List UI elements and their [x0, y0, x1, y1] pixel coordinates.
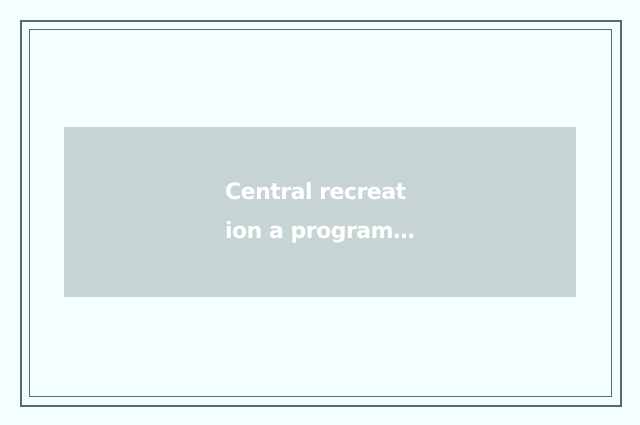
caption-line-1: Central recreat	[225, 180, 406, 205]
outer-frame-border	[20, 20, 622, 407]
inner-frame-border	[29, 29, 612, 397]
image-placeholder: Central recreat ion a program…	[64, 127, 576, 297]
image-caption: Central recreat ion a program…	[225, 173, 415, 251]
caption-line-2: ion a program…	[225, 219, 415, 244]
